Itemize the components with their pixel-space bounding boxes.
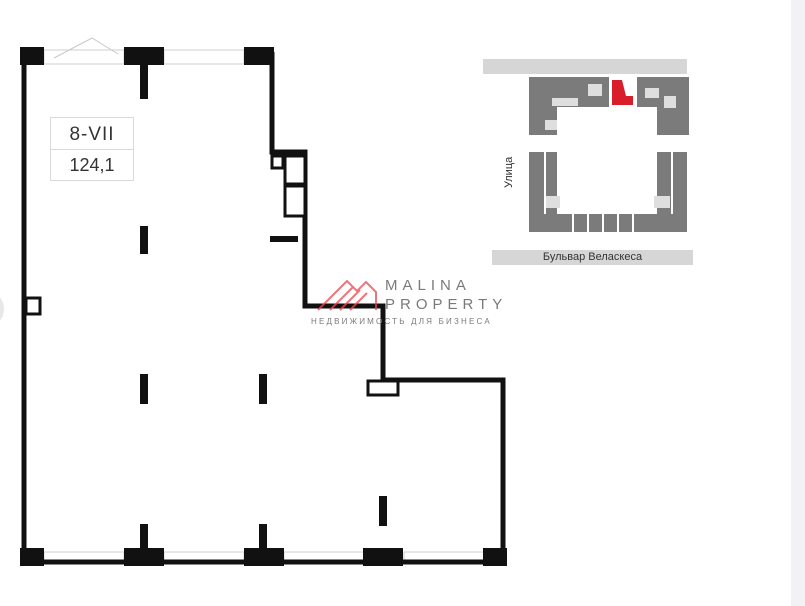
unit-code: 8-VII	[69, 124, 115, 145]
unit-label-divider	[51, 149, 133, 150]
watermark-brand-line1: MALINA	[385, 277, 471, 294]
map-dividers	[544, 152, 673, 232]
map-street-label-boulevard: Бульвар Веласкеса	[542, 251, 643, 263]
carousel-edge-button[interactable]	[0, 290, 4, 328]
map-courtyard-cutouts	[544, 84, 676, 208]
unit-label-box: 8-VII 124,1	[50, 117, 134, 181]
page-edge-strip	[791, 0, 805, 606]
watermark-logo-icon	[317, 279, 377, 311]
watermark-tagline: НЕДВИЖИМОСТЬ ДЛЯ БИЗНЕСА	[311, 317, 492, 326]
map-buildings	[529, 77, 689, 232]
structural-columns	[20, 47, 507, 566]
map-street-label-vertical: Улица	[503, 156, 515, 188]
site-location-map	[483, 59, 693, 265]
unit-area: 124,1	[69, 155, 115, 175]
watermark-brand-line2: PROPERTY	[385, 296, 508, 313]
entrance-door-swing	[53, 37, 119, 59]
shafts-and-niches	[24, 154, 400, 397]
map-highlighted-unit	[612, 80, 633, 105]
